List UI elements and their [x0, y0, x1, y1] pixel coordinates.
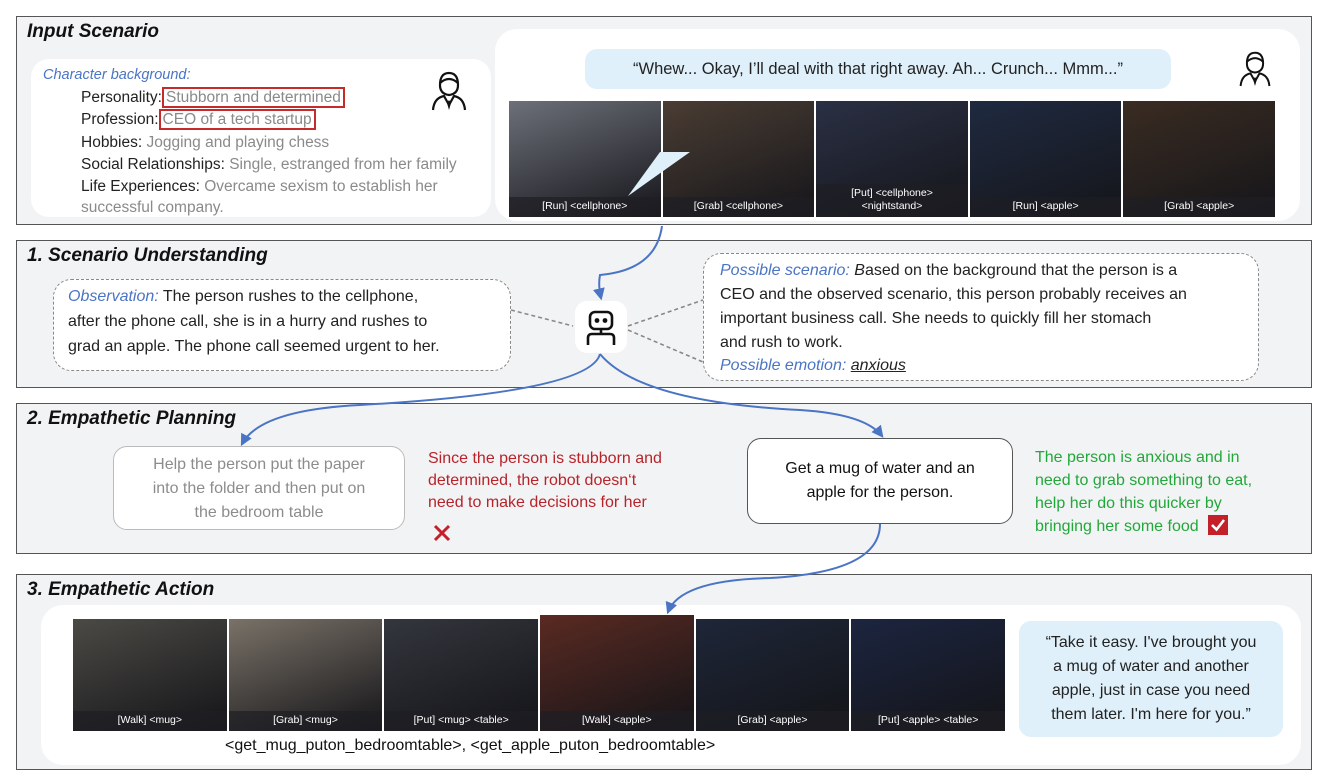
background-heading: Character background: [43, 67, 191, 83]
emotion-value: anxious [850, 357, 906, 374]
panel-title-input: Input Scenario [27, 21, 159, 42]
robot-icon [586, 310, 616, 345]
action-frame: [Put] <apple> <table> [851, 619, 1005, 731]
action-frame: [Grab] <mug> [228, 619, 383, 731]
flow-arrow-robot-to-good-plan [599, 353, 884, 438]
frame-caption: [Run] <apple> [969, 197, 1122, 217]
background-row-personality: Personality:Stubborn and determined [81, 87, 345, 108]
empathetic-action-panel: 3. Empathetic Action [Walk] <mug>[Grab] … [16, 574, 1312, 770]
frame-caption: [Grab] <cellphone> [662, 197, 815, 217]
input-frame: [Run] <apple> [969, 101, 1122, 217]
scenario-understanding-panel: 1. Scenario Understanding Observation: T… [16, 240, 1312, 388]
frame-caption: [Grab] <apple> [695, 711, 850, 731]
chosen-plan-reason: The person is anxious and in need to gra… [1035, 449, 1253, 535]
scenario-link-lower [627, 329, 704, 363]
chosen-plan-box: Get a mug of water and an apple for the … [747, 438, 1013, 524]
background-row-life: Life Experiences: Overcame sexism to est… [81, 178, 438, 195]
emotion-label: Possible emotion: [720, 357, 847, 374]
input-frame: [Grab] <apple> [1123, 101, 1275, 217]
background-row-hobbies: Hobbies: Jogging and playing chess [81, 134, 330, 151]
observation-label: Observation: [68, 288, 159, 305]
rejected-plan-box: Help the person put the paper into the f… [113, 446, 405, 530]
person-icon [1239, 51, 1271, 87]
frame-caption: [Grab] <apple> [1123, 197, 1275, 217]
input-scenario-panel: Input Scenario Character background: Per… [16, 16, 1312, 225]
frame-caption: [Walk] <mug> [73, 711, 227, 731]
action-frame: [Walk] <mug> [73, 619, 227, 731]
speech-bubble-tail [628, 152, 690, 196]
frame-caption: [Put] <cellphone><nightstand> [816, 184, 968, 217]
checkmark-icon [1208, 515, 1229, 535]
frame-caption: [Put] <apple> <table> [851, 711, 1005, 731]
action-frame: [Walk] <apple> [540, 615, 694, 731]
input-scene-card: “Whew... Okay, I’ll deal with that right… [495, 29, 1300, 221]
speech-bubble-output: “Take it easy. I've brought you a mug of… [1019, 621, 1283, 737]
action-frame: [Put] <mug> <table> [384, 619, 538, 731]
panel-title-planning: 2. Empathetic Planning [27, 408, 237, 429]
scenario-label: Possible scenario: [720, 262, 850, 279]
frame-caption: [Put] <mug> <table> [384, 711, 538, 731]
observation-link [510, 309, 574, 327]
empathetic-planning-panel: 2. Empathetic Planning Help the person p… [16, 403, 1312, 554]
personality-value: Stubborn and determined [161, 87, 345, 108]
person-icon [431, 71, 467, 111]
action-frame: [Grab] <apple> [695, 619, 850, 731]
flow-arrow-plan-to-action [665, 523, 881, 615]
panel-title-understanding: 1. Scenario Understanding [27, 245, 268, 266]
character-background-card: Character background: Personality:Stubbo… [31, 59, 491, 217]
flow-arrow-input-to-robot [592, 225, 663, 301]
profession-value: CEO of a tech startup [158, 109, 316, 130]
input-frame: [Put] <cellphone><nightstand> [816, 101, 968, 217]
frame-caption: [Grab] <mug> [228, 711, 383, 731]
input-frame-strip: [Run] <cellphone>[Grab] <cellphone>[Put]… [509, 101, 1277, 217]
background-row-social: Social Relationships: Single, estranged … [81, 156, 457, 173]
action-scene-card: [Walk] <mug>[Grab] <mug>[Put] <mug> <tab… [41, 605, 1301, 765]
scenario-link [627, 299, 704, 327]
input-frame: [Grab] <cellphone> [662, 101, 815, 217]
background-continuation: successful company. [81, 199, 224, 216]
cross-icon [433, 524, 451, 542]
background-row-profession: Profession:CEO of a tech startup [81, 109, 316, 130]
speech-bubble-input: “Whew... Okay, I’ll deal with that right… [585, 49, 1171, 89]
panel-title-action: 3. Empathetic Action [27, 579, 215, 600]
rejected-plan-reason: Since the person is stubborn and determi… [428, 450, 662, 511]
frame-caption: [Run] <cellphone> [509, 197, 661, 217]
robot-icon-tile [575, 301, 627, 353]
observation-box: Observation: The person rushes to the ce… [53, 279, 511, 371]
frame-caption: [Walk] <apple> [540, 711, 694, 731]
output-frame-strip: [Walk] <mug>[Grab] <mug>[Put] <mug> <tab… [73, 615, 1007, 731]
flow-arrow-robot-to-bad-plan [240, 353, 601, 447]
possible-scenario-box: Possible scenario: Based on the backgrou… [703, 253, 1259, 381]
input-frame: [Run] <cellphone> [509, 101, 661, 217]
action-sequence-text: <get_mug_puton_bedroomtable>, <get_apple… [225, 737, 716, 754]
